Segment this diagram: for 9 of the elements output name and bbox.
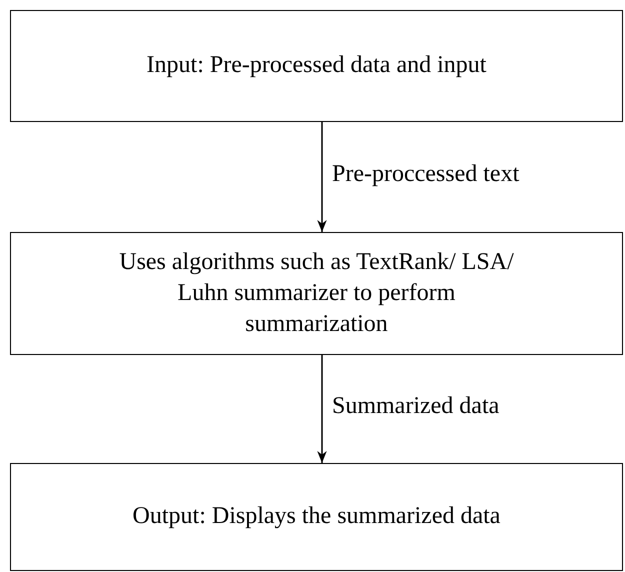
process-box: [10, 232, 623, 355]
box-text: Output: Displays the summarized data: [132, 502, 500, 532]
process-box: [10, 463, 623, 571]
edge-label: Pre-proccessed text: [332, 161, 520, 188]
arrow: [317, 355, 327, 463]
arrow: [317, 122, 327, 232]
box-text: Input: Pre-processed data and input: [146, 51, 486, 80]
process-box: [10, 10, 623, 122]
box-text: Uses algorithms such as TextRank/ LSA/ Luhn summarizer to perform summarization: [118, 248, 515, 340]
